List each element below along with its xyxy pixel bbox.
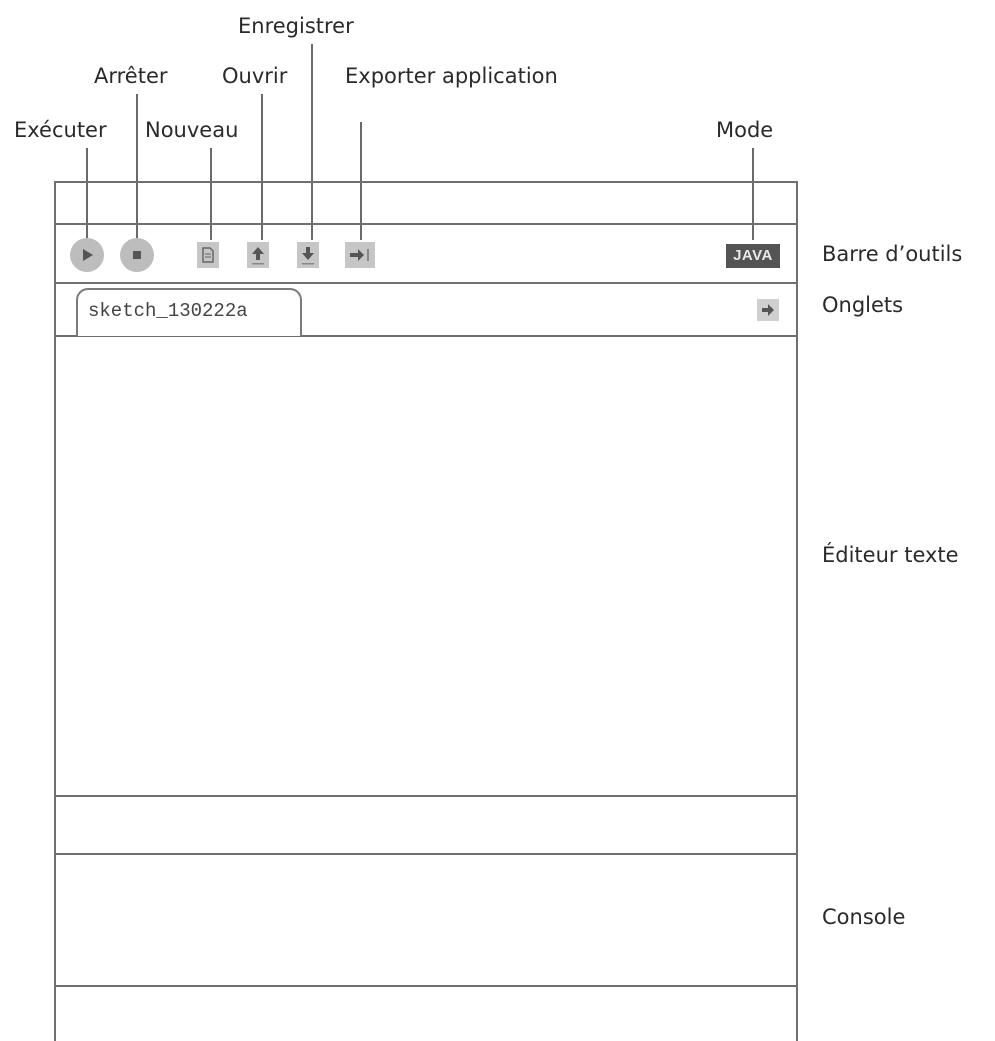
leader-enregistrer	[311, 44, 313, 240]
leader-ouvrir	[261, 94, 263, 240]
leader-nouveau	[210, 148, 212, 240]
message-area	[56, 797, 796, 853]
tabs-divider	[54, 335, 798, 337]
label-mode: Mode	[716, 118, 774, 142]
open-button[interactable]	[247, 242, 269, 268]
label-enregistrer: Enregistrer	[238, 14, 354, 38]
label-console: Console	[822, 905, 906, 929]
tab-menu-button[interactable]	[757, 299, 779, 321]
editor-divider	[54, 795, 798, 797]
tab-sketch[interactable]: sketch_130222a	[76, 288, 302, 336]
label-onglets: Onglets	[822, 293, 904, 317]
mode-selector[interactable]: JAVA	[726, 244, 780, 268]
run-button[interactable]	[70, 238, 104, 272]
stop-button[interactable]	[120, 238, 154, 272]
console-area[interactable]	[56, 855, 796, 985]
label-executer: Exécuter	[14, 118, 107, 142]
save-arrow-down-icon	[302, 247, 314, 265]
label-ouvrir: Ouvrir	[222, 64, 288, 88]
label-nouveau: Nouveau	[145, 118, 239, 142]
text-editor-area[interactable]	[56, 337, 796, 795]
new-button[interactable]	[197, 242, 219, 268]
save-button[interactable]	[297, 242, 319, 268]
toolbar-divider	[54, 282, 798, 284]
label-exporter: Exporter application	[345, 64, 558, 88]
label-arreter: Arrêter	[94, 64, 168, 88]
ide-window-frame	[54, 181, 798, 1041]
export-button[interactable]	[345, 242, 375, 268]
label-editeur-texte: Éditeur texte	[822, 543, 959, 567]
tab-label: sketch_130222a	[88, 300, 248, 322]
message-area-divider	[54, 853, 798, 855]
leader-arreter	[136, 94, 138, 240]
leader-executer	[86, 148, 88, 240]
export-icon	[350, 249, 369, 261]
play-icon	[83, 249, 93, 261]
stop-icon	[133, 251, 141, 259]
label-barre-outils: Barre d’outils	[822, 242, 963, 266]
new-file-icon	[202, 247, 214, 263]
title-bar-divider	[54, 223, 798, 225]
open-arrow-up-icon	[252, 247, 264, 265]
tab-menu-arrow-icon	[762, 304, 774, 316]
console-divider	[54, 985, 798, 987]
leader-mode	[752, 148, 754, 240]
